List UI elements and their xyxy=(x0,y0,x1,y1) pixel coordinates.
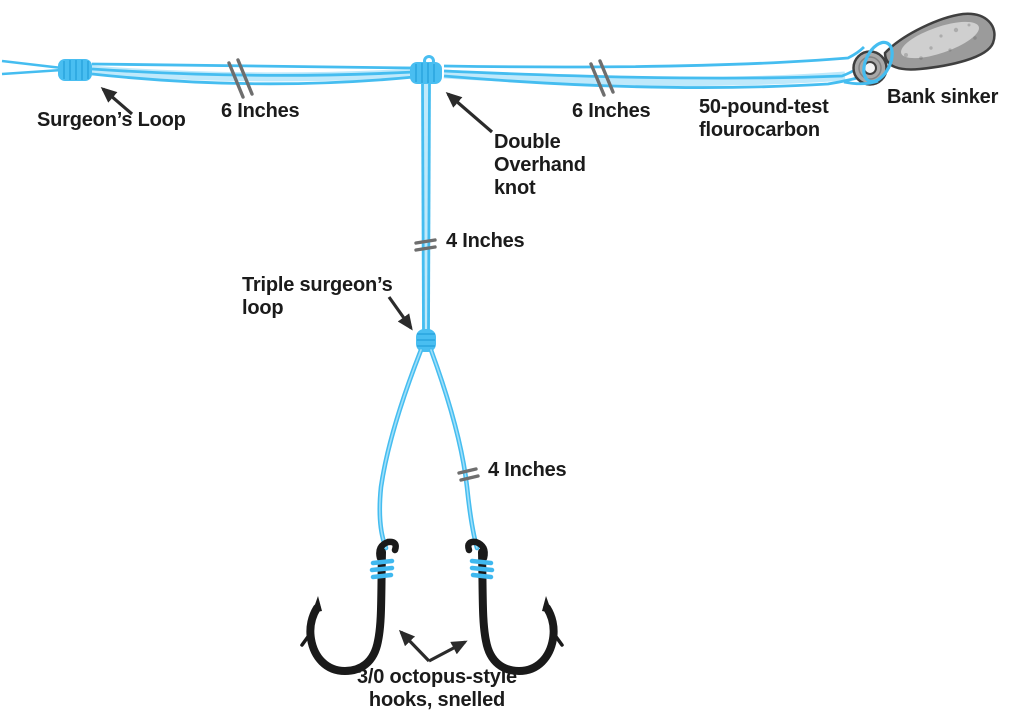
callout-arrows xyxy=(100,87,494,663)
sinker-eye-ring xyxy=(858,56,882,80)
dropper-line xyxy=(421,83,431,333)
main-line-left xyxy=(1,59,415,86)
double-overhand-knot xyxy=(410,55,442,84)
sinker-texture xyxy=(904,23,977,60)
arrow-double-overhand xyxy=(445,92,494,134)
bank-sinker xyxy=(843,12,996,86)
triple-surgeons-knot xyxy=(416,329,436,352)
break-marks xyxy=(227,58,615,482)
hook-leg-right xyxy=(428,347,480,551)
break-mark-4in-lower xyxy=(457,467,480,482)
hook-leg-left xyxy=(377,347,424,551)
break-mark-right-6in xyxy=(589,59,615,97)
label-fluorocarbon: 50-pound-test flourocarbon xyxy=(699,96,829,141)
snell-wraps-left xyxy=(369,558,395,580)
label-double-overhand-knot: Double Overhand knot xyxy=(494,131,586,199)
arrow-hook-left xyxy=(398,629,431,663)
hook-legs xyxy=(377,347,480,551)
hook-left xyxy=(300,538,399,676)
surgeons-loop-knot xyxy=(58,59,92,81)
label-four-inches-upper: 4 Inches xyxy=(446,230,525,252)
label-four-inches-lower: 4 Inches xyxy=(488,459,567,481)
arrow-surgeons-loop xyxy=(100,87,134,116)
sinker-highlight xyxy=(901,21,979,59)
label-triple-surgeons-loop: Triple surgeon’s loop xyxy=(242,274,393,319)
label-six-inches-right: 6 Inches xyxy=(572,100,651,122)
label-bank-sinker: Bank sinker xyxy=(887,86,999,108)
hook-right xyxy=(465,538,564,676)
break-mark-4in-upper xyxy=(414,238,437,252)
label-hooks: 3/0 octopus-style hooks, snelled xyxy=(357,666,517,711)
break-mark-left-6in xyxy=(227,58,254,99)
arrow-triple-surgeons xyxy=(387,296,413,331)
line-tail-at-eye xyxy=(843,79,879,86)
snell-wraps-right xyxy=(469,558,495,580)
main-line-right xyxy=(443,45,873,89)
label-six-inches-left: 6 Inches xyxy=(221,100,300,122)
arrow-hook-right xyxy=(428,640,468,663)
line-loop-through-eye xyxy=(862,40,894,84)
label-surgeons-loop: Surgeon’s Loop xyxy=(37,109,186,131)
